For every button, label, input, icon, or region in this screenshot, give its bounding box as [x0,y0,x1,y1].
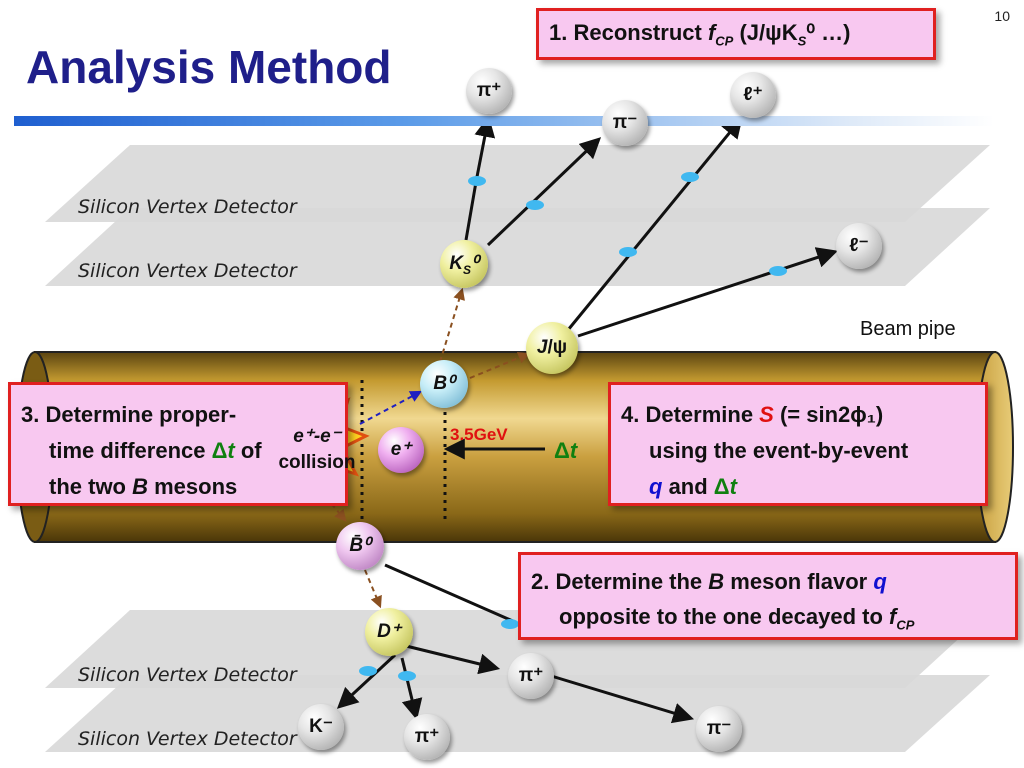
detector-plane [45,145,990,222]
page-number: 10 [994,8,1010,24]
pi-minus-particle: π⁻ [696,706,742,752]
pi-plus-particle: π⁺ [466,68,512,114]
pi-minus-particle: π⁻ [602,100,648,146]
detector-plane [45,675,990,752]
title-underline [14,116,994,126]
page-title: Analysis Method [26,41,392,93]
dplus-particle: D⁺ [365,608,413,656]
collision-label: e⁺-e⁻ collision [278,426,356,473]
detector-label: Silicon Vertex Detector [78,728,297,750]
step3-box: 3. Determine proper- time difference Δt … [8,382,348,506]
detector-label: Silicon Vertex Detector [78,260,297,282]
step3-line3: the two B mesons [49,474,238,499]
step4-box: 4. Determine S (= sin2ϕ₁) using the even… [608,382,988,506]
step3-line2: time difference Δt of [49,438,262,463]
pi-plus-particle: π⁺ [508,653,554,699]
lepton-minus-particle: ℓ⁻ [836,223,882,269]
detector-label: Silicon Vertex Detector [78,664,297,686]
beam-pipe-label: Beam pipe [860,318,956,340]
step1-box: 1. Reconstruct fCP (J/ψKS⁰ …) [536,8,936,60]
lepton-plus-particle: ℓ⁺ [730,72,776,118]
step3-line1: 3. Determine proper- [21,402,237,427]
b0-particle: B⁰ [420,360,468,408]
positron-particle: e⁺ [378,427,424,473]
delta-t-label: Δt [554,438,578,463]
energy-label: 3.5GeV [450,425,508,444]
ks0-particle: KS⁰ [440,240,488,288]
step2-box: 2. Determine the B meson flavor q opposi… [518,552,1018,640]
detector-label: Silicon Vertex Detector [78,196,297,218]
detector-plane [45,208,990,286]
pi-plus-particle: π⁺ [404,714,450,760]
jpsi-particle: J/ψ [526,322,578,374]
b0bar-particle: B̄⁰ [336,522,384,570]
kaon-minus-particle: K⁻ [298,704,344,750]
